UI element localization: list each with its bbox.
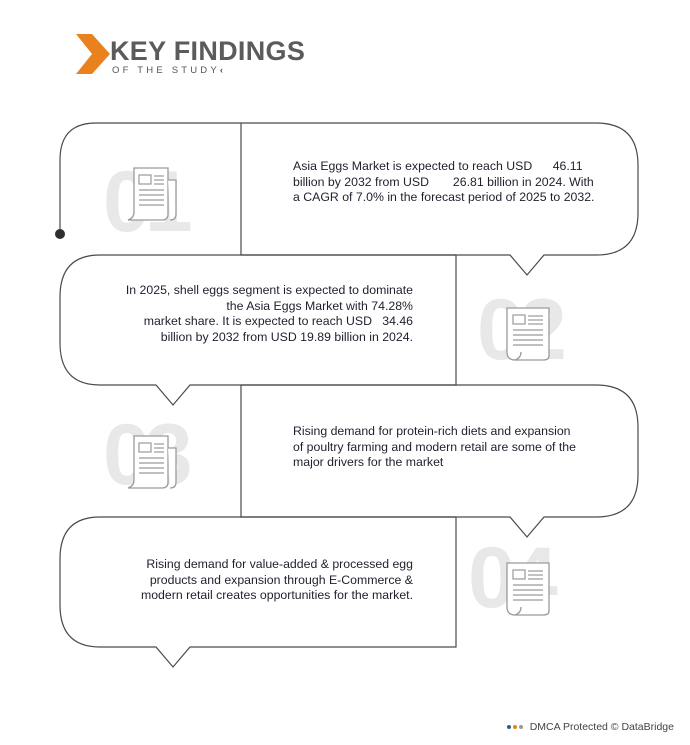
document-icon — [506, 307, 550, 361]
finding-1-text: Asia Eggs Market is expected to reach US… — [293, 159, 594, 206]
finding-line: products and expansion through E-Commerc… — [149, 572, 413, 587]
finding-line: billion by 2032 from USD 26.81 billion i… — [293, 174, 594, 189]
chevron-right-icon — [76, 34, 110, 74]
finding-line: In 2025, shell eggs segment is expected … — [125, 283, 413, 297]
finding-line: market share. It is expected to reach US… — [143, 314, 413, 328]
crescent-icon: ‹ — [219, 65, 224, 76]
logo-dot — [506, 725, 511, 729]
footer-text: DMCA Protected © DataBridge — [529, 721, 674, 733]
logo-dot — [512, 725, 517, 729]
header-subtitle: OF THE STUDY‹ — [112, 65, 224, 76]
header-title: KEY FINDINGS — [110, 36, 306, 66]
finding-line: Rising demand for protein-rich diets and… — [293, 424, 571, 438]
finding-line: modern retail creates opportunities for … — [140, 588, 413, 602]
finding-4-text: Rising demand for value-added & processe… — [141, 557, 413, 604]
finding-3-bubble — [240, 384, 639, 538]
finding-4-bubble — [59, 516, 457, 668]
finding-1-bubble — [96, 122, 639, 276]
finding-2-text: In 2025, shell eggs segment is expected … — [126, 283, 413, 345]
finding-line: Rising demand for value-added & processe… — [146, 557, 413, 571]
logo-dot — [518, 725, 523, 729]
finding-3-text: Rising demand for protein-rich diets and… — [293, 424, 576, 471]
document-icon — [506, 562, 550, 616]
flow-start-dot — [55, 229, 65, 239]
finding-line: the Asia Eggs Market with 74.28% — [226, 298, 413, 313]
finding-line: Asia Eggs Market is expected to reach US… — [293, 159, 583, 173]
finding-line: a CAGR of 7.0% in the forecast period of… — [293, 190, 595, 204]
flow-start-line — [59, 122, 97, 233]
dmca-footer[interactable]: DMCA Protected © DataBridge — [506, 721, 674, 733]
finding-line: billion by 2032 from USD 19.89 billion i… — [160, 329, 413, 344]
document-icon — [127, 167, 177, 221]
finding-line: major drivers for the market — [293, 455, 444, 469]
databridge-logo-icon — [506, 725, 525, 729]
finding-line: of poultry farming and modern retail are… — [293, 439, 576, 454]
finding-2-bubble — [59, 254, 457, 406]
document-icon — [127, 435, 177, 489]
